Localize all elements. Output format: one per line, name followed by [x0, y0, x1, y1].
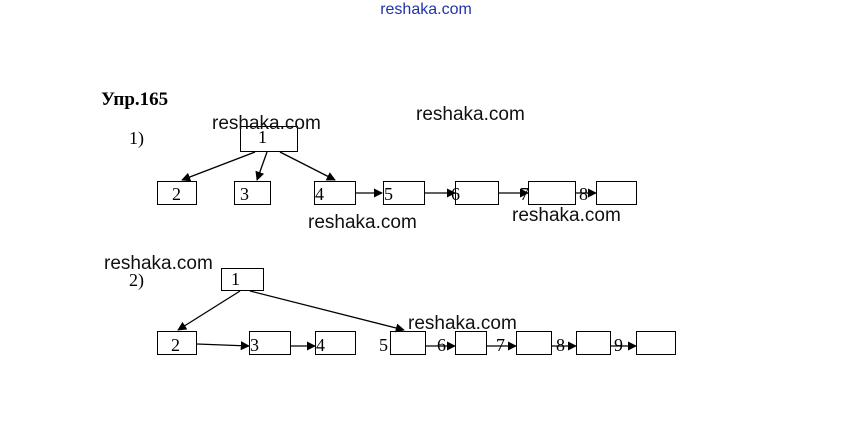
watermark: reshaka.com — [104, 253, 213, 274]
part1-node-7-box — [528, 181, 576, 205]
part2-node-2-box — [157, 331, 197, 355]
part1-label: 1) — [129, 128, 144, 148]
part2-label: 2) — [129, 270, 144, 290]
part2-node-4-label: 4 — [316, 335, 325, 355]
part2-node-root-label: 1 — [231, 269, 240, 289]
part1-node-2-box — [157, 181, 197, 205]
part2-node-2-label: 2 — [171, 335, 180, 355]
part2-node-9-label: 9 — [614, 335, 623, 355]
watermark: reshaka.com — [408, 313, 517, 334]
part2-node-5-label: 5 — [379, 335, 388, 355]
part1-node-9-box — [596, 181, 637, 205]
part2-node-root-box — [221, 268, 264, 291]
watermark: reshaka.com — [308, 212, 417, 233]
part1-node-5-box — [383, 181, 425, 205]
part1-node-3-label: 3 — [240, 184, 249, 204]
watermark: reshaka.com — [512, 205, 621, 226]
part2-node-3-label: 3 — [250, 335, 259, 355]
part2-node-8-box — [576, 331, 611, 355]
part2-edge-1-2 — [177, 290, 241, 331]
part2-node-7-label: 7 — [496, 335, 505, 355]
part2-edge-2-3 — [196, 341, 250, 351]
part1-edge-1-4 — [279, 151, 336, 181]
part1-node-5-label: 5 — [384, 184, 393, 204]
part2-edge-1-5 — [249, 290, 405, 333]
part2-node-6-label: 6 — [437, 335, 446, 355]
site-link[interactable]: reshaka.com — [380, 1, 472, 18]
watermark: reshaka.com — [212, 113, 321, 134]
part2-node-4-box — [315, 331, 356, 355]
part1-node-8-label: 8 — [579, 184, 588, 204]
part1-node-4-label: 4 — [315, 184, 324, 204]
part2-node-8-label: 8 — [556, 335, 565, 355]
part1-node-root-label: 1 — [258, 127, 267, 147]
part2-node-7-box — [516, 331, 552, 355]
watermark: reshaka.com — [416, 104, 525, 125]
part1-node-2-label: 2 — [172, 184, 181, 204]
part1-node-4-box — [314, 181, 356, 205]
part1-node-root-box — [240, 126, 298, 152]
part1-node-3-box — [234, 181, 271, 205]
part1-edge-1-2 — [181, 151, 256, 182]
exercise-title: Упр.165 — [101, 89, 169, 110]
part1-edge-1-3 — [255, 151, 268, 181]
part1-node-6-box — [455, 181, 499, 205]
part2-node-5-box — [390, 331, 426, 355]
